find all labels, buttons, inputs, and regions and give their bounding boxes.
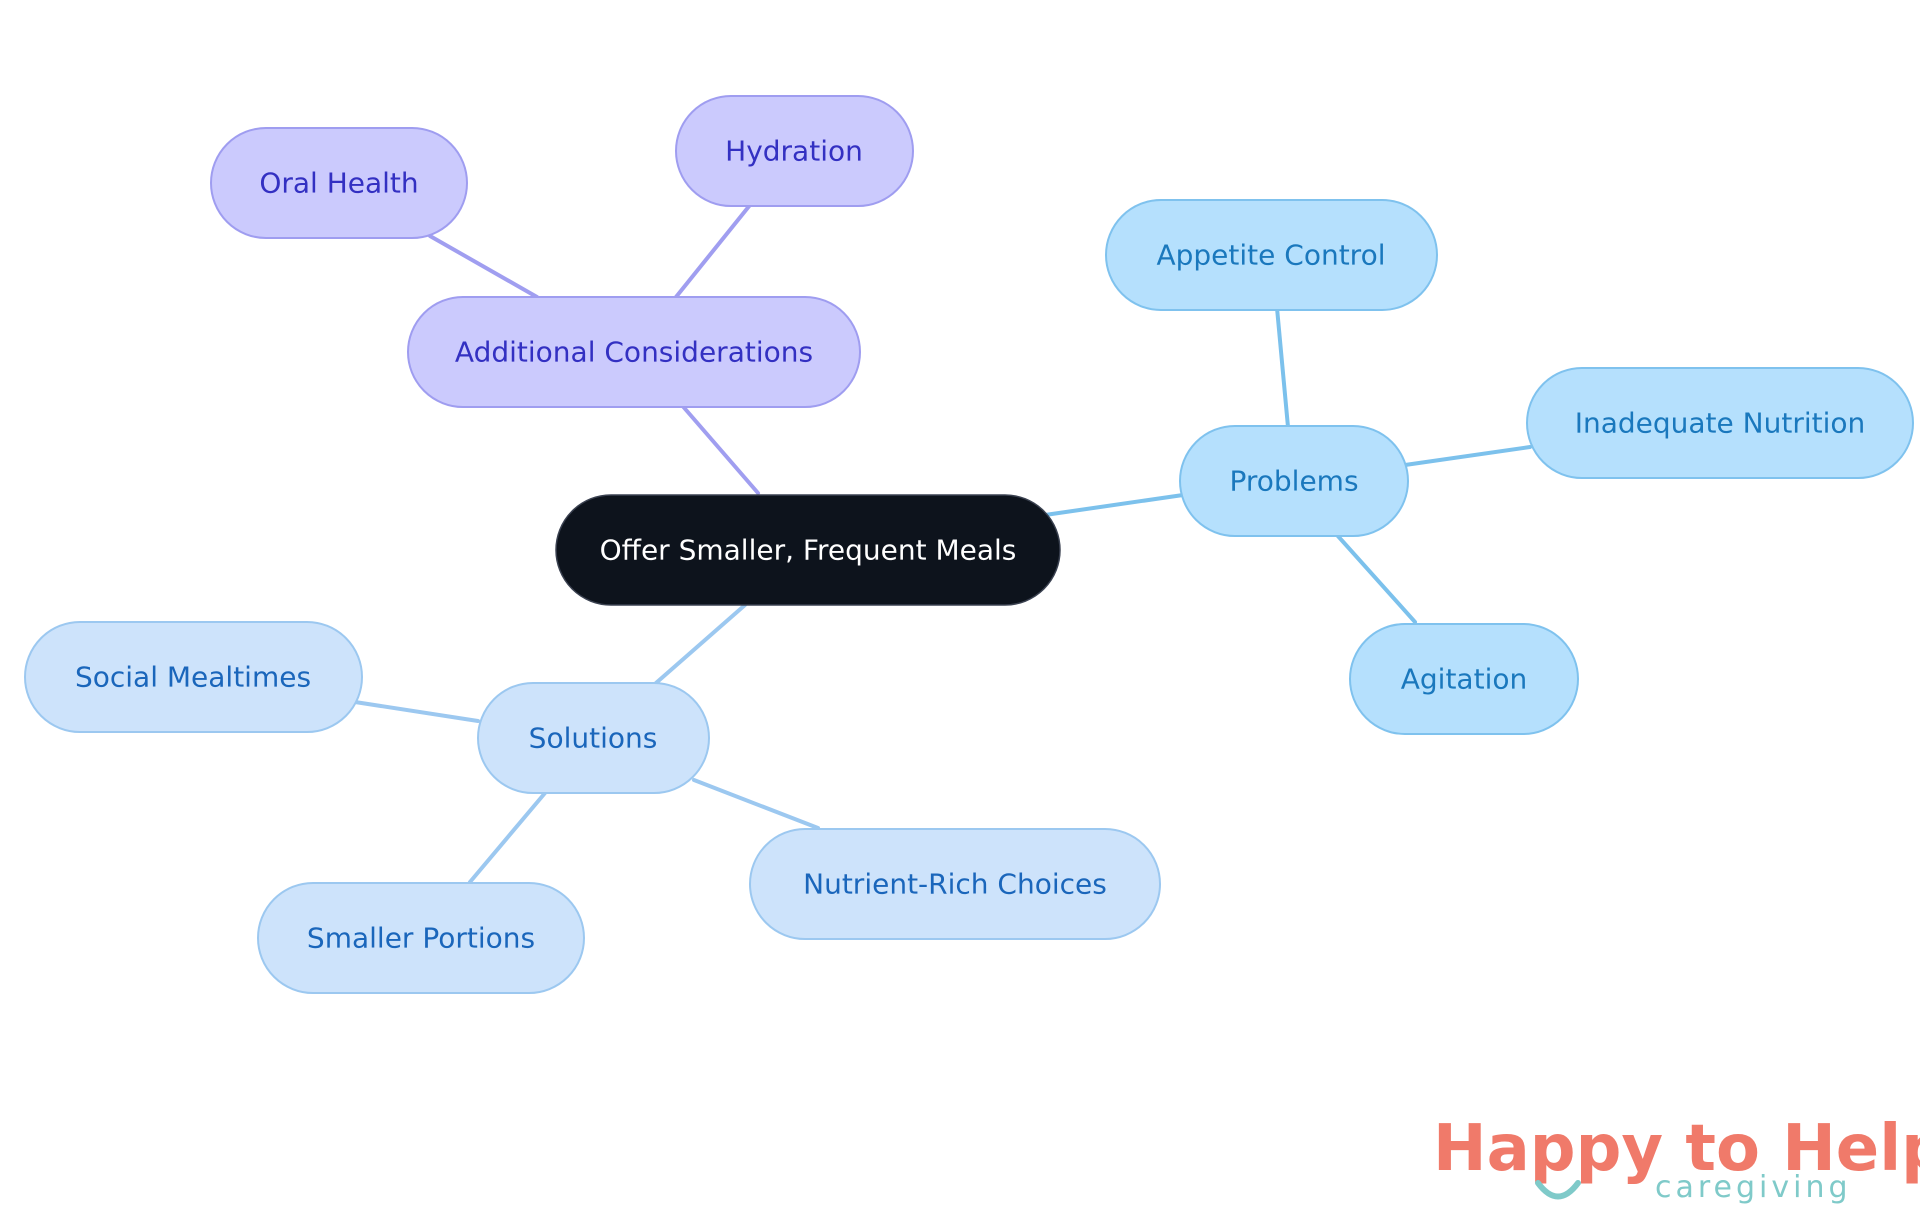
leaf-label-oral-health: Oral Health	[259, 167, 418, 200]
leaf-label-hydration: Hydration	[725, 135, 863, 168]
node-shape	[407, 296, 861, 408]
edge-additional-oral-health	[428, 234, 539, 299]
brand-logo: Happy to Help caregiving	[1433, 1112, 1920, 1205]
center-node: Offer Smaller, Frequent Meals	[555, 494, 1061, 606]
branch-solutions: Solutions	[477, 682, 710, 794]
leaf-label-appetite-control: Appetite Control	[1156, 239, 1385, 272]
leaf-label-inadequate-nutrition: Inadequate Nutrition	[1575, 407, 1866, 440]
edge-additional-hydration	[674, 203, 752, 299]
leaf-appetite-control: Appetite Control	[1105, 199, 1438, 311]
center-node-shape	[555, 494, 1061, 606]
branch-label-additional-considerations: Additional Considerations	[455, 336, 813, 369]
node-shape	[24, 621, 363, 733]
smile-icon	[1535, 1180, 1581, 1200]
leaf-nutrient-rich-choices: Nutrient-Rich Choices	[749, 828, 1161, 940]
leaf-agitation: Agitation	[1349, 623, 1579, 735]
leaf-hydration: Hydration	[675, 95, 914, 207]
node-shape	[1526, 367, 1914, 479]
edge-center-additional	[678, 401, 760, 495]
leaf-label-nutrient-rich-choices: Nutrient-Rich Choices	[803, 868, 1107, 901]
leaf-social-mealtimes: Social Mealtimes	[24, 621, 363, 733]
node-shape	[1349, 623, 1579, 735]
leaf-label-social-mealtimes: Social Mealtimes	[75, 661, 311, 694]
logo-wordmark: Happy to Help	[1433, 1112, 1920, 1186]
branch-label-problems: Problems	[1229, 465, 1358, 498]
node-shape	[675, 95, 914, 207]
edge-problems-agitation	[1335, 533, 1417, 624]
edge-problems-appetite	[1275, 306, 1290, 429]
leaf-label-agitation: Agitation	[1401, 663, 1527, 696]
node-shape	[477, 682, 710, 794]
edge-solutions-portions	[468, 791, 547, 884]
leaf-inadequate-nutrition: Inadequate Nutrition	[1526, 367, 1914, 479]
node-shape	[1105, 199, 1438, 311]
leaf-oral-health: Oral Health	[210, 127, 468, 239]
edge-solutions-nutrient	[692, 778, 820, 830]
leaf-smaller-portions: Smaller Portions	[257, 882, 585, 994]
center-node-label: Offer Smaller, Frequent Meals	[600, 534, 1017, 567]
node-shape	[257, 882, 585, 994]
node-shape	[749, 828, 1161, 940]
edge-center-solutions	[654, 603, 747, 685]
branch-problems: Problems	[1179, 425, 1409, 537]
branch-label-solutions: Solutions	[529, 722, 658, 755]
leaf-label-smaller-portions: Smaller Portions	[307, 922, 535, 955]
node-shape	[1179, 425, 1409, 537]
edge-center-problems	[1043, 493, 1185, 517]
connector-lines	[353, 203, 1532, 884]
edge-problems-nutrition	[1403, 445, 1532, 467]
branch-additional-considerations: Additional Considerations	[407, 296, 861, 408]
logo-tagline: caregiving	[1655, 1170, 1852, 1205]
edge-solutions-social	[353, 700, 480, 723]
node-shape	[210, 127, 468, 239]
